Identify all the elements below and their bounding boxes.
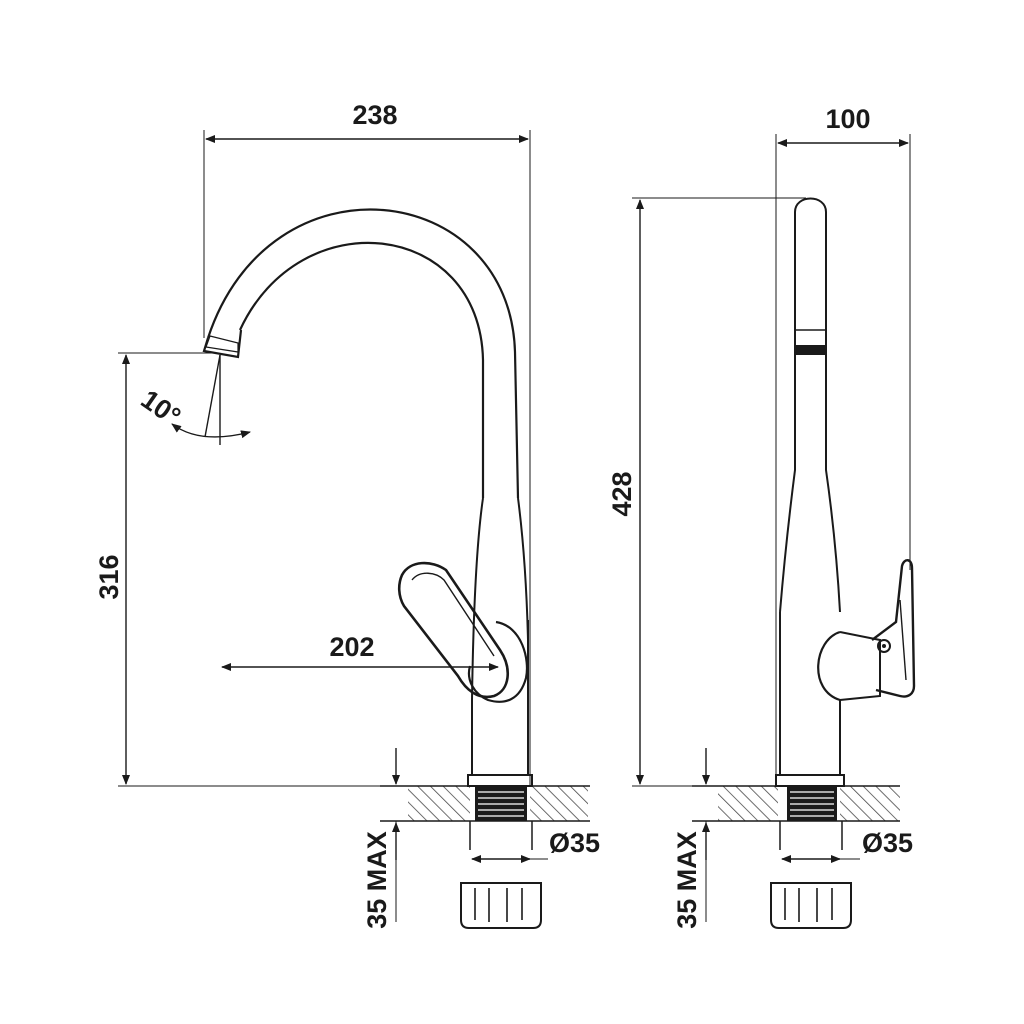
spout-reach-label: 202 <box>329 632 374 662</box>
side-deck-section <box>692 785 900 822</box>
front-shank <box>469 786 533 850</box>
side-shank <box>779 786 843 850</box>
overall-height-label: 428 <box>607 471 637 516</box>
dim-overall-height <box>632 197 806 787</box>
spout-angle-label: 10° <box>136 384 187 432</box>
spout-height-label: 316 <box>94 554 124 599</box>
hole-diameter-label-side: Ø35 <box>862 828 913 858</box>
spray-angle-indicator <box>171 354 251 445</box>
side-faucet-body <box>775 197 916 787</box>
dim-overall-depth <box>775 134 911 775</box>
overall-width-label: 238 <box>352 100 397 130</box>
deck-thickness-label-front: 35 MAX <box>362 831 392 929</box>
deck-thickness-label-side: 35 MAX <box>672 831 702 929</box>
side-view: 100 428 35 MAX Ø35 <box>607 104 916 929</box>
dim-overall-width <box>203 130 531 786</box>
hole-diameter-label-front: Ø35 <box>549 828 600 858</box>
front-deck-section <box>380 785 590 822</box>
overall-depth-label: 100 <box>825 104 870 134</box>
dim-spout-height <box>118 352 380 787</box>
side-fixing-nut <box>770 882 852 929</box>
front-view: 10° 238 202 316 35 MAX <box>94 100 600 929</box>
front-fixing-nut <box>460 882 542 929</box>
front-faucet-body <box>202 208 533 787</box>
